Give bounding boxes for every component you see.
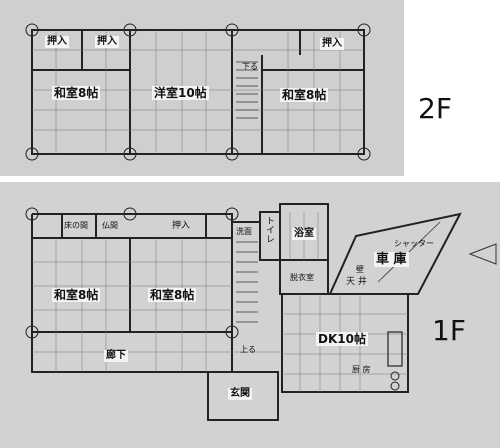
- stair-label-1f: 上る: [240, 345, 256, 354]
- stair-label-2f: 下る: [242, 62, 258, 71]
- room-kitchen: 厨 房: [352, 365, 371, 374]
- room-washitsu-2f-left: 和室8帖: [52, 86, 101, 100]
- room-dk: DK10帖: [316, 332, 368, 346]
- floor-label-1f: 1F: [432, 314, 466, 347]
- garage-ceiling-label: 天 井: [346, 277, 367, 287]
- room-tokonoma: 床の間: [64, 221, 88, 230]
- floor-plan-1f-drawing: [25, 203, 497, 421]
- room-toilet: トイレ: [264, 216, 274, 243]
- room-corridor: 廊下: [104, 350, 128, 362]
- room-closet-2f-c: 押入: [320, 38, 344, 50]
- room-bath: 浴室: [292, 228, 316, 240]
- room-dressing: 脱衣室: [290, 273, 314, 282]
- floor-label-2f: 2F: [418, 92, 452, 125]
- floor-plan-1f: 床の間 仏間 押入 洗面 トイレ 浴室 脱衣室 シャッター 車 庫 壁 天 井 …: [0, 182, 500, 448]
- room-washitsu-2f-right: 和室8帖: [280, 88, 329, 102]
- room-closet-2f-a: 押入: [45, 36, 69, 48]
- room-closet-1f: 押入: [172, 221, 191, 231]
- room-garage: 車 庫: [374, 252, 409, 267]
- garage-ceiling-top-label: 壁: [356, 265, 364, 274]
- room-closet-2f-b: 押入: [95, 36, 119, 48]
- room-washitsu-1f-right: 和室8帖: [148, 288, 197, 302]
- room-washroom: 洗面: [236, 227, 252, 236]
- room-washitsu-1f-left: 和室8帖: [52, 288, 101, 302]
- floor-plan-2f: 押入 押入 押入 和室8帖 洋室10帖 和室8帖 下る: [0, 0, 404, 176]
- garage-shutter-label: シャッター: [394, 239, 434, 248]
- room-entrance: 玄関: [228, 388, 252, 400]
- room-butsuma: 仏間: [102, 221, 118, 230]
- room-youshitsu-2f: 洋室10帖: [152, 86, 209, 100]
